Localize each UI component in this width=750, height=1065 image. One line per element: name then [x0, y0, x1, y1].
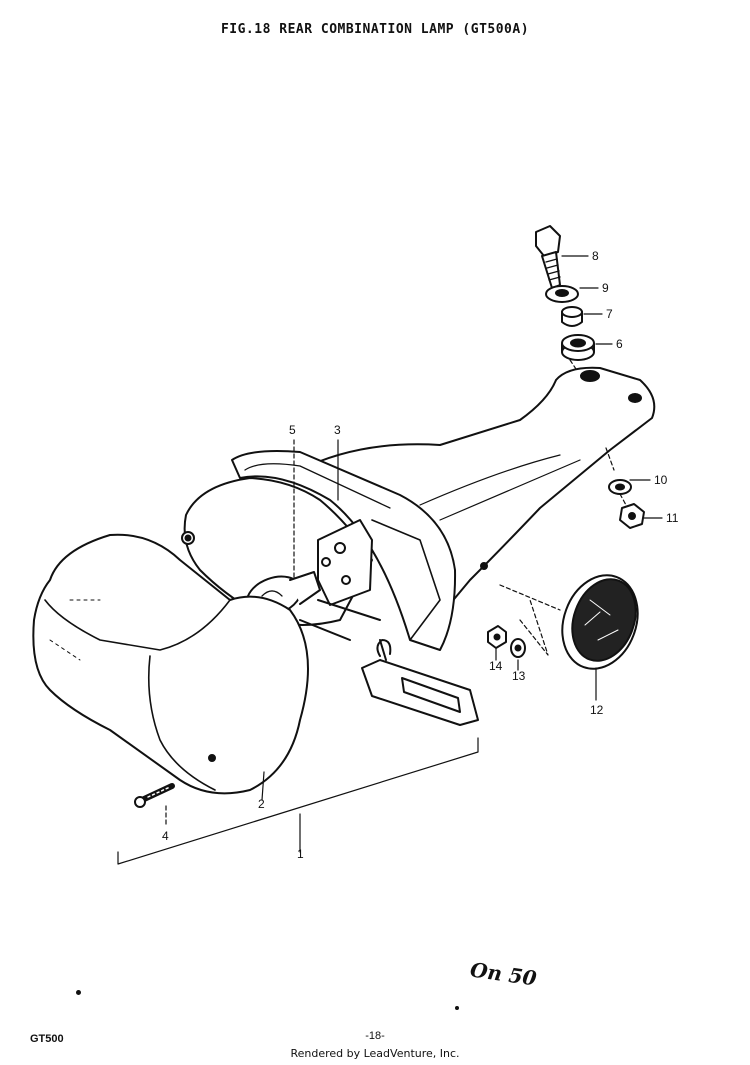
- callout-10: 10: [654, 473, 668, 487]
- washer-13: [510, 638, 526, 658]
- callout-6: 6: [616, 337, 623, 351]
- screw-4: [134, 783, 175, 808]
- callout-14: 14: [489, 659, 503, 673]
- license-bracket: [361, 639, 479, 726]
- nut-14: [487, 625, 507, 649]
- callout-12: 12: [590, 703, 604, 717]
- speck-dot: [76, 990, 81, 995]
- lens-2: [32, 533, 309, 795]
- callout-1: 1: [297, 847, 304, 861]
- credit-line: Rendered by LeadVenture, Inc.: [290, 1047, 460, 1060]
- collar-7: [561, 306, 583, 327]
- callout-8: 8: [592, 249, 599, 263]
- leader-lines: [117, 255, 663, 865]
- callout-9: 9: [602, 281, 609, 295]
- lamp-housing: [231, 450, 457, 651]
- reflector-12: [561, 574, 639, 670]
- callout-11: 11: [666, 511, 679, 525]
- grommet-6: [561, 334, 595, 361]
- callout-3: 3: [334, 423, 341, 437]
- bolt-8: [535, 225, 561, 289]
- page-number: -18-: [365, 1030, 385, 1042]
- callout-13: 13: [512, 669, 526, 683]
- figure-title: FIG.18 REAR COMBINATION LAMP (GT500A): [220, 22, 530, 37]
- washer-9: [545, 285, 579, 303]
- speck-dot: [455, 1006, 459, 1010]
- callout-5: 5: [289, 423, 296, 437]
- nut-11: [619, 503, 645, 529]
- callout-4: 4: [162, 829, 169, 843]
- model-label: GT500: [30, 1033, 64, 1045]
- callout-7: 7: [606, 307, 613, 321]
- washer-10: [608, 479, 632, 495]
- callout-2: 2: [258, 797, 265, 811]
- socket-plate: [299, 519, 441, 641]
